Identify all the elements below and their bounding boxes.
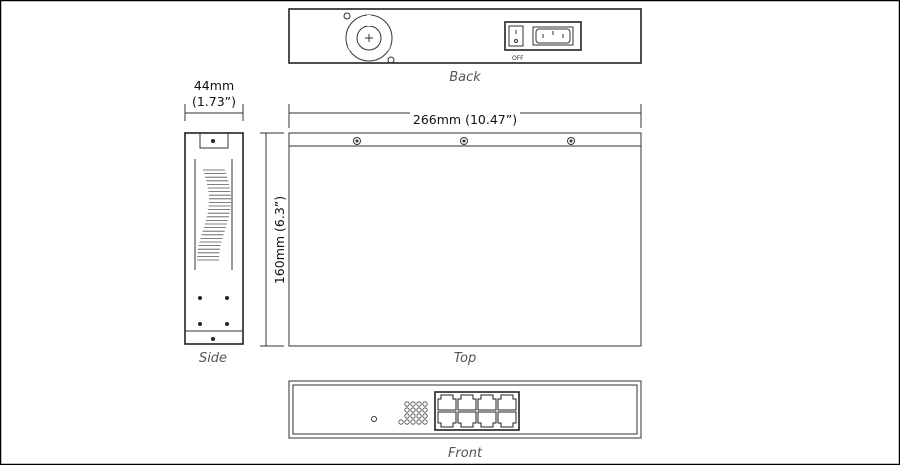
led-indicators bbox=[398, 401, 428, 425]
depth-dimension: 160mm (6.3”) bbox=[260, 132, 287, 347]
led-icon bbox=[410, 401, 416, 407]
side-view: Side bbox=[184, 132, 244, 366]
back-view: OFF Back bbox=[288, 8, 642, 85]
led-icon bbox=[410, 413, 416, 419]
rj45-port-icon bbox=[497, 394, 517, 411]
rj45-port-icon bbox=[477, 394, 497, 411]
side-label: Side bbox=[199, 351, 227, 366]
rj45-port-icon bbox=[457, 394, 477, 411]
rj45-port-icon bbox=[437, 411, 457, 428]
top-label: Top bbox=[454, 351, 477, 366]
height-in-label: (1.73”) bbox=[192, 94, 236, 109]
led-icon bbox=[422, 407, 428, 413]
power-module bbox=[504, 21, 582, 51]
height-dimension: 44mm (1.73”) bbox=[184, 78, 244, 121]
front-view: Front bbox=[288, 380, 642, 461]
rj45-port-icon bbox=[457, 411, 477, 428]
led-icon bbox=[404, 407, 410, 413]
led-icon bbox=[404, 413, 410, 419]
back-panel bbox=[288, 8, 642, 64]
fan-icon bbox=[343, 12, 395, 64]
power-socket-icon bbox=[532, 26, 574, 46]
back-label: Back bbox=[449, 70, 481, 85]
led-icon bbox=[416, 401, 422, 407]
led-icon bbox=[410, 407, 416, 413]
rj45-port-icon bbox=[437, 394, 457, 411]
width-dimension: 266mm (10.47”) bbox=[288, 104, 642, 128]
rj45-port-icon bbox=[477, 411, 497, 428]
led-icon bbox=[416, 407, 422, 413]
reset-button-icon bbox=[371, 416, 377, 422]
vent-slots-icon bbox=[197, 169, 231, 261]
led-icon bbox=[404, 419, 410, 425]
led-icon bbox=[422, 401, 428, 407]
height-mm-label: 44mm bbox=[194, 78, 234, 93]
led-icon bbox=[398, 419, 404, 425]
front-label: Front bbox=[448, 446, 483, 461]
screw-icon bbox=[460, 137, 468, 145]
rj45-port-block bbox=[434, 391, 520, 431]
led-icon bbox=[422, 419, 428, 425]
led-icon bbox=[410, 419, 416, 425]
led-icon bbox=[422, 413, 428, 419]
led-icon bbox=[416, 413, 422, 419]
side-panel bbox=[184, 132, 244, 345]
led-icon bbox=[416, 419, 422, 425]
rj45-port-icon bbox=[497, 411, 517, 428]
top-view: Top bbox=[288, 132, 642, 366]
width-label: 266mm (10.47”) bbox=[413, 112, 517, 127]
screw-icon bbox=[567, 137, 575, 145]
front-panel bbox=[288, 380, 642, 439]
depth-label: 160mm (6.3”) bbox=[272, 196, 287, 284]
led-icon bbox=[404, 401, 410, 407]
top-panel bbox=[288, 132, 642, 347]
power-switch-icon bbox=[508, 25, 524, 47]
switch-off-label: OFF bbox=[512, 55, 524, 62]
screw-icon bbox=[353, 137, 361, 145]
